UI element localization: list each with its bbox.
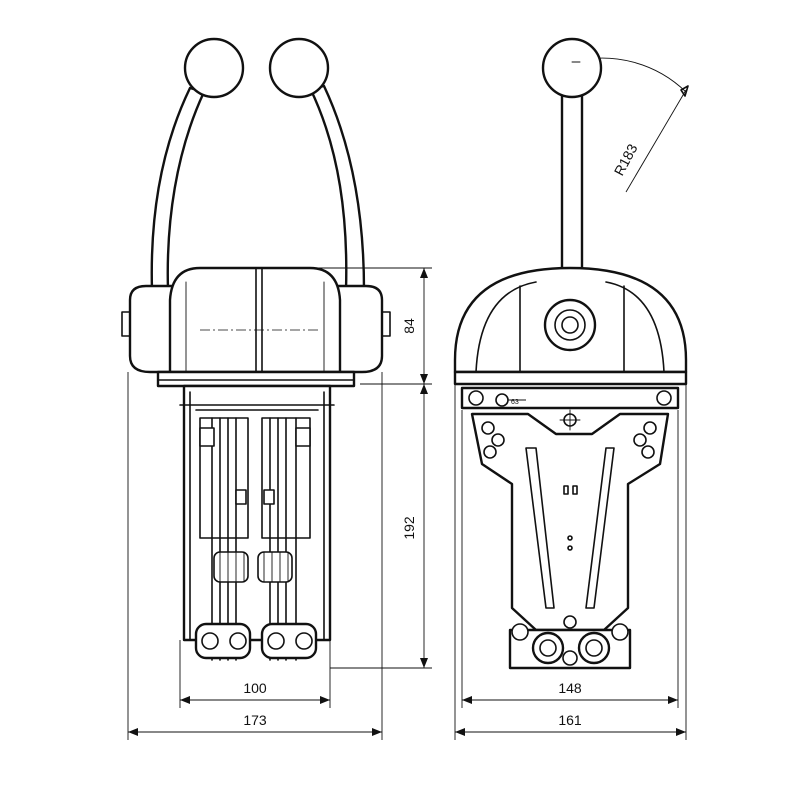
right-lever-knob — [268, 37, 330, 99]
dimension-lines — [127, 267, 687, 740]
dim-192-label: 192 — [401, 516, 417, 540]
side-lever — [541, 37, 603, 304]
lever-pivot — [543, 298, 597, 352]
side-lever-knob — [541, 37, 603, 99]
front-housing — [156, 266, 356, 388]
dim-r183-label: R183 — [611, 141, 641, 178]
radius-leader — [625, 89, 687, 193]
left-lever-knob — [183, 37, 245, 99]
right-lever — [268, 37, 366, 292]
dim-161-label: 161 — [558, 712, 582, 728]
dim-84-label: 84 — [401, 318, 417, 334]
dim-100-label: 100 — [243, 680, 267, 696]
dim-173-label: 173 — [243, 712, 267, 728]
front-view — [121, 37, 391, 661]
side-view: 63 — [453, 37, 689, 670]
front-mechanism — [179, 384, 335, 661]
hole-callout: 63 — [511, 399, 519, 406]
side-body — [470, 409, 670, 632]
side-rollers — [508, 623, 632, 670]
dim-148-label: 148 — [558, 680, 582, 696]
left-lever — [150, 37, 245, 292]
side-housing — [453, 266, 688, 386]
side-plate: 63 — [460, 386, 680, 410]
